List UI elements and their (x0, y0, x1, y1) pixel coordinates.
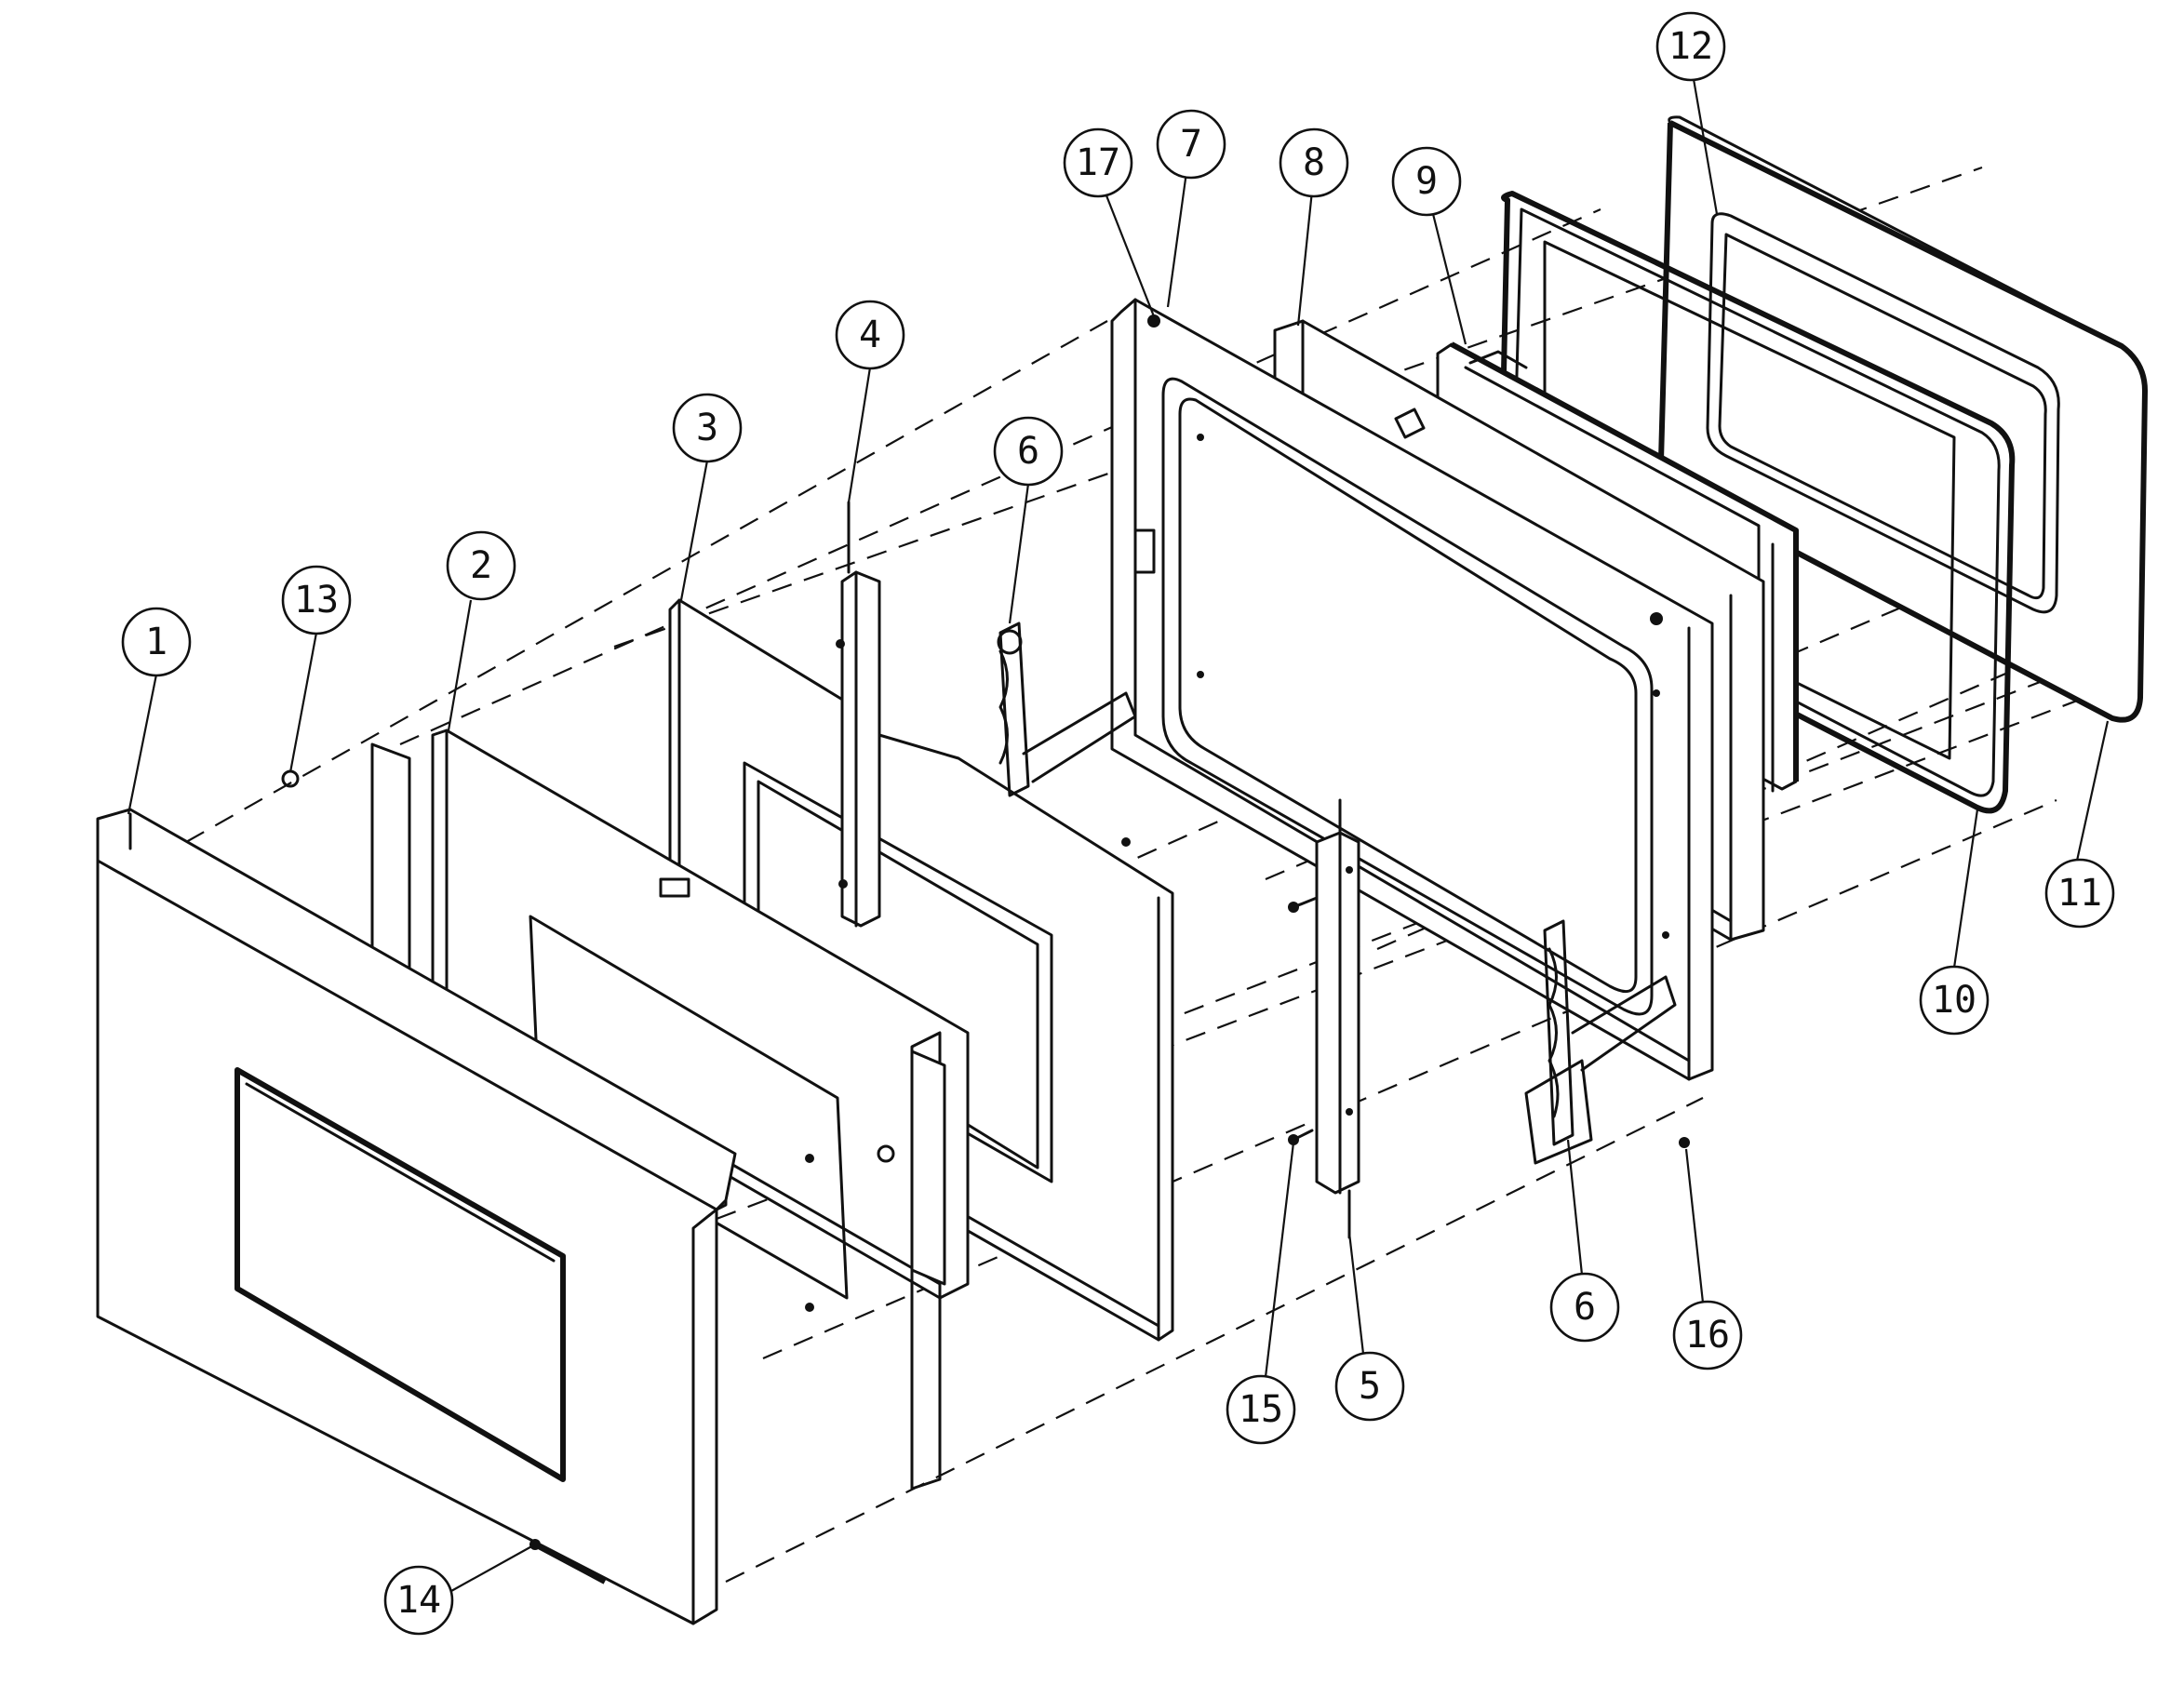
svg-text:6: 6 (1574, 1286, 1596, 1329)
callout-12: 12 (1655, 11, 1726, 82)
hinge-left (997, 622, 1137, 797)
svg-text:5: 5 (1359, 1365, 1381, 1408)
callout-3: 3 (672, 393, 743, 463)
svg-text:12: 12 (1668, 25, 1713, 68)
svg-text:10: 10 (1932, 979, 1976, 1022)
callout-4: 4 (835, 300, 905, 370)
svg-text:1: 1 (145, 621, 167, 663)
callout-7: 7 (1156, 109, 1226, 180)
svg-text:17: 17 (1076, 141, 1120, 184)
callout-17: 17 (1063, 127, 1133, 198)
callout-15: 15 (1226, 1374, 1296, 1445)
svg-text:15: 15 (1239, 1388, 1283, 1431)
svg-text:7: 7 (1180, 123, 1202, 166)
callout-10: 10 (1919, 965, 1990, 1036)
callout-11: 11 (2044, 858, 2115, 929)
leader-lines (127, 78, 2110, 1592)
svg-text:3: 3 (696, 407, 718, 449)
callout-16: 16 (1672, 1300, 1743, 1370)
callout-8: 8 (1279, 127, 1349, 198)
svg-text:13: 13 (294, 579, 339, 622)
svg-text:2: 2 (470, 544, 492, 587)
callout-9: 9 (1391, 146, 1462, 217)
hinge-channel-left (836, 501, 881, 928)
callout-14: 14 (383, 1565, 454, 1636)
callout-1: 1 (121, 607, 192, 677)
main-door-frame (1110, 298, 1714, 1081)
svg-text:6: 6 (1017, 430, 1039, 473)
svg-text:8: 8 (1303, 141, 1325, 184)
callout-13: 13 (281, 565, 352, 635)
callout-5: 5 (1334, 1351, 1405, 1422)
fasteners (281, 769, 1690, 1584)
svg-text:11: 11 (2057, 872, 2102, 915)
svg-text:14: 14 (396, 1579, 441, 1622)
callout-6-right: 6 (1549, 1272, 1620, 1343)
callout-2: 2 (446, 530, 516, 601)
svg-text:4: 4 (859, 314, 881, 356)
svg-text:16: 16 (1685, 1314, 1730, 1357)
callout-6-left: 6 (993, 416, 1064, 487)
svg-text:9: 9 (1415, 160, 1438, 203)
hinge-channel-right (1315, 798, 1360, 1239)
hinge-right (1524, 919, 1677, 1165)
